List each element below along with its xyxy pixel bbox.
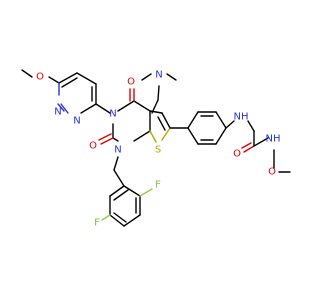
atom-n-pyridazine-2: N xyxy=(73,116,80,127)
atom-s-thiophene: S xyxy=(155,145,161,156)
molecule-canvas: N O N N O N O N S NH O NH O F F xyxy=(21,69,291,229)
thiophene-bonds xyxy=(149,110,171,143)
structure-diagram: N O N N O N O N S NH O NH O F F xyxy=(21,69,291,229)
phenylene-bonds xyxy=(169,111,227,145)
atom-o-carbonyl-top: O xyxy=(127,77,135,88)
atom-o-urea: O xyxy=(233,149,241,160)
atom-labels: N O N N O N O N S NH O NH O F F xyxy=(36,70,280,229)
atom-o-carbonyl-left: O xyxy=(89,141,97,152)
atom-o-methoxy-pyridazine: O xyxy=(36,72,44,83)
atom-f-upper: F xyxy=(155,180,161,191)
atom-n-pyrimidine-1: N xyxy=(114,145,121,156)
atom-n-pyrimidine-3: N xyxy=(109,109,116,120)
pyrimidinedione-bonds xyxy=(98,88,151,145)
methoxyurea-bonds xyxy=(225,120,291,173)
methoxypyridazine-bonds xyxy=(21,69,111,114)
atom-o-methoxy-urea: O xyxy=(268,167,276,178)
atom-nh-aryl: NH xyxy=(234,112,249,123)
difluorobenzyl-bonds xyxy=(101,156,153,227)
atom-n-dimethyl: N xyxy=(155,70,162,81)
atom-nh-methoxy: NH xyxy=(266,134,281,145)
atom-f-lower: F xyxy=(94,218,100,229)
atom-n-pyridazine-1: N xyxy=(54,107,61,118)
